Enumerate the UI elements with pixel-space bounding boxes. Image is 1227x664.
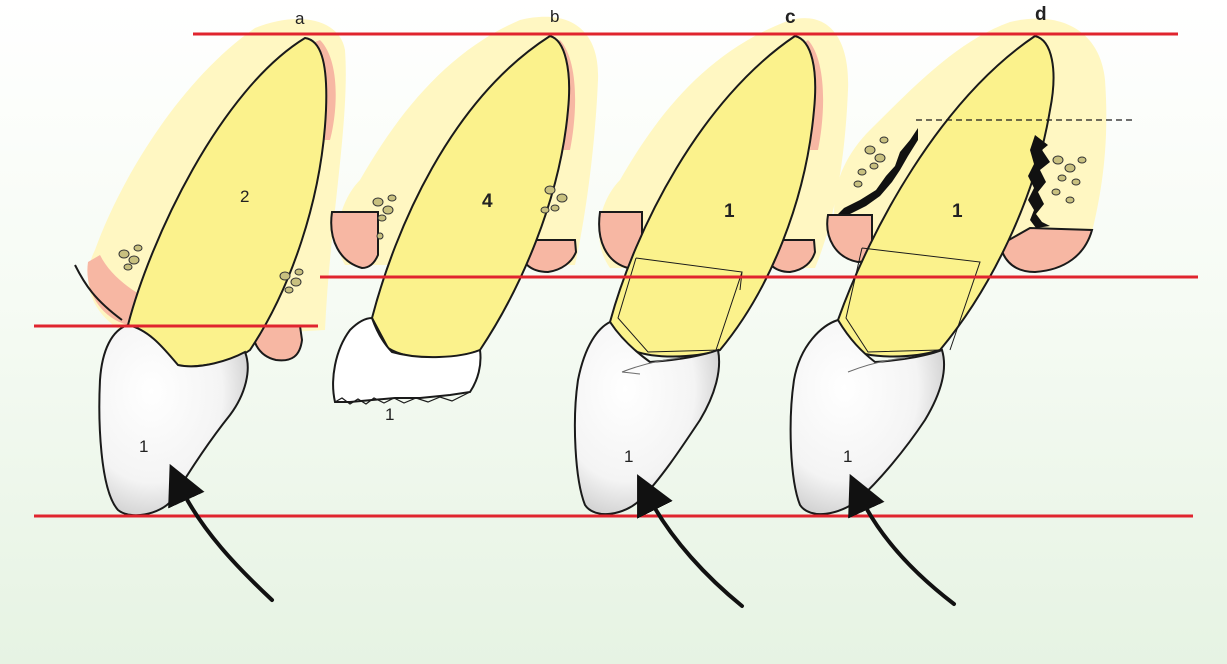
panel-b-crown-number: 1	[385, 406, 394, 423]
panel-a-letter: a	[295, 10, 304, 27]
force-arrow-a	[178, 482, 272, 600]
panel-c-crown-number: 1	[624, 448, 633, 465]
panel-b	[331, 17, 598, 404]
panel-d-root-number: 1	[952, 202, 963, 221]
panel-b-letter: b	[550, 8, 559, 25]
panel-d-crown-number: 1	[843, 448, 852, 465]
panel-c-letter: c	[785, 8, 796, 27]
force-arrow-c	[646, 492, 742, 606]
panel-d-letter: d	[1035, 5, 1047, 24]
panel-a	[75, 19, 346, 515]
panel-a-root-number: 2	[240, 188, 249, 205]
panel-c-root-number: 1	[724, 202, 735, 221]
panel-b-root-number: 4	[482, 192, 493, 211]
periosteum-b-left	[331, 212, 378, 268]
panel-a-crown-number: 1	[139, 438, 148, 455]
force-arrow-d	[858, 492, 954, 604]
